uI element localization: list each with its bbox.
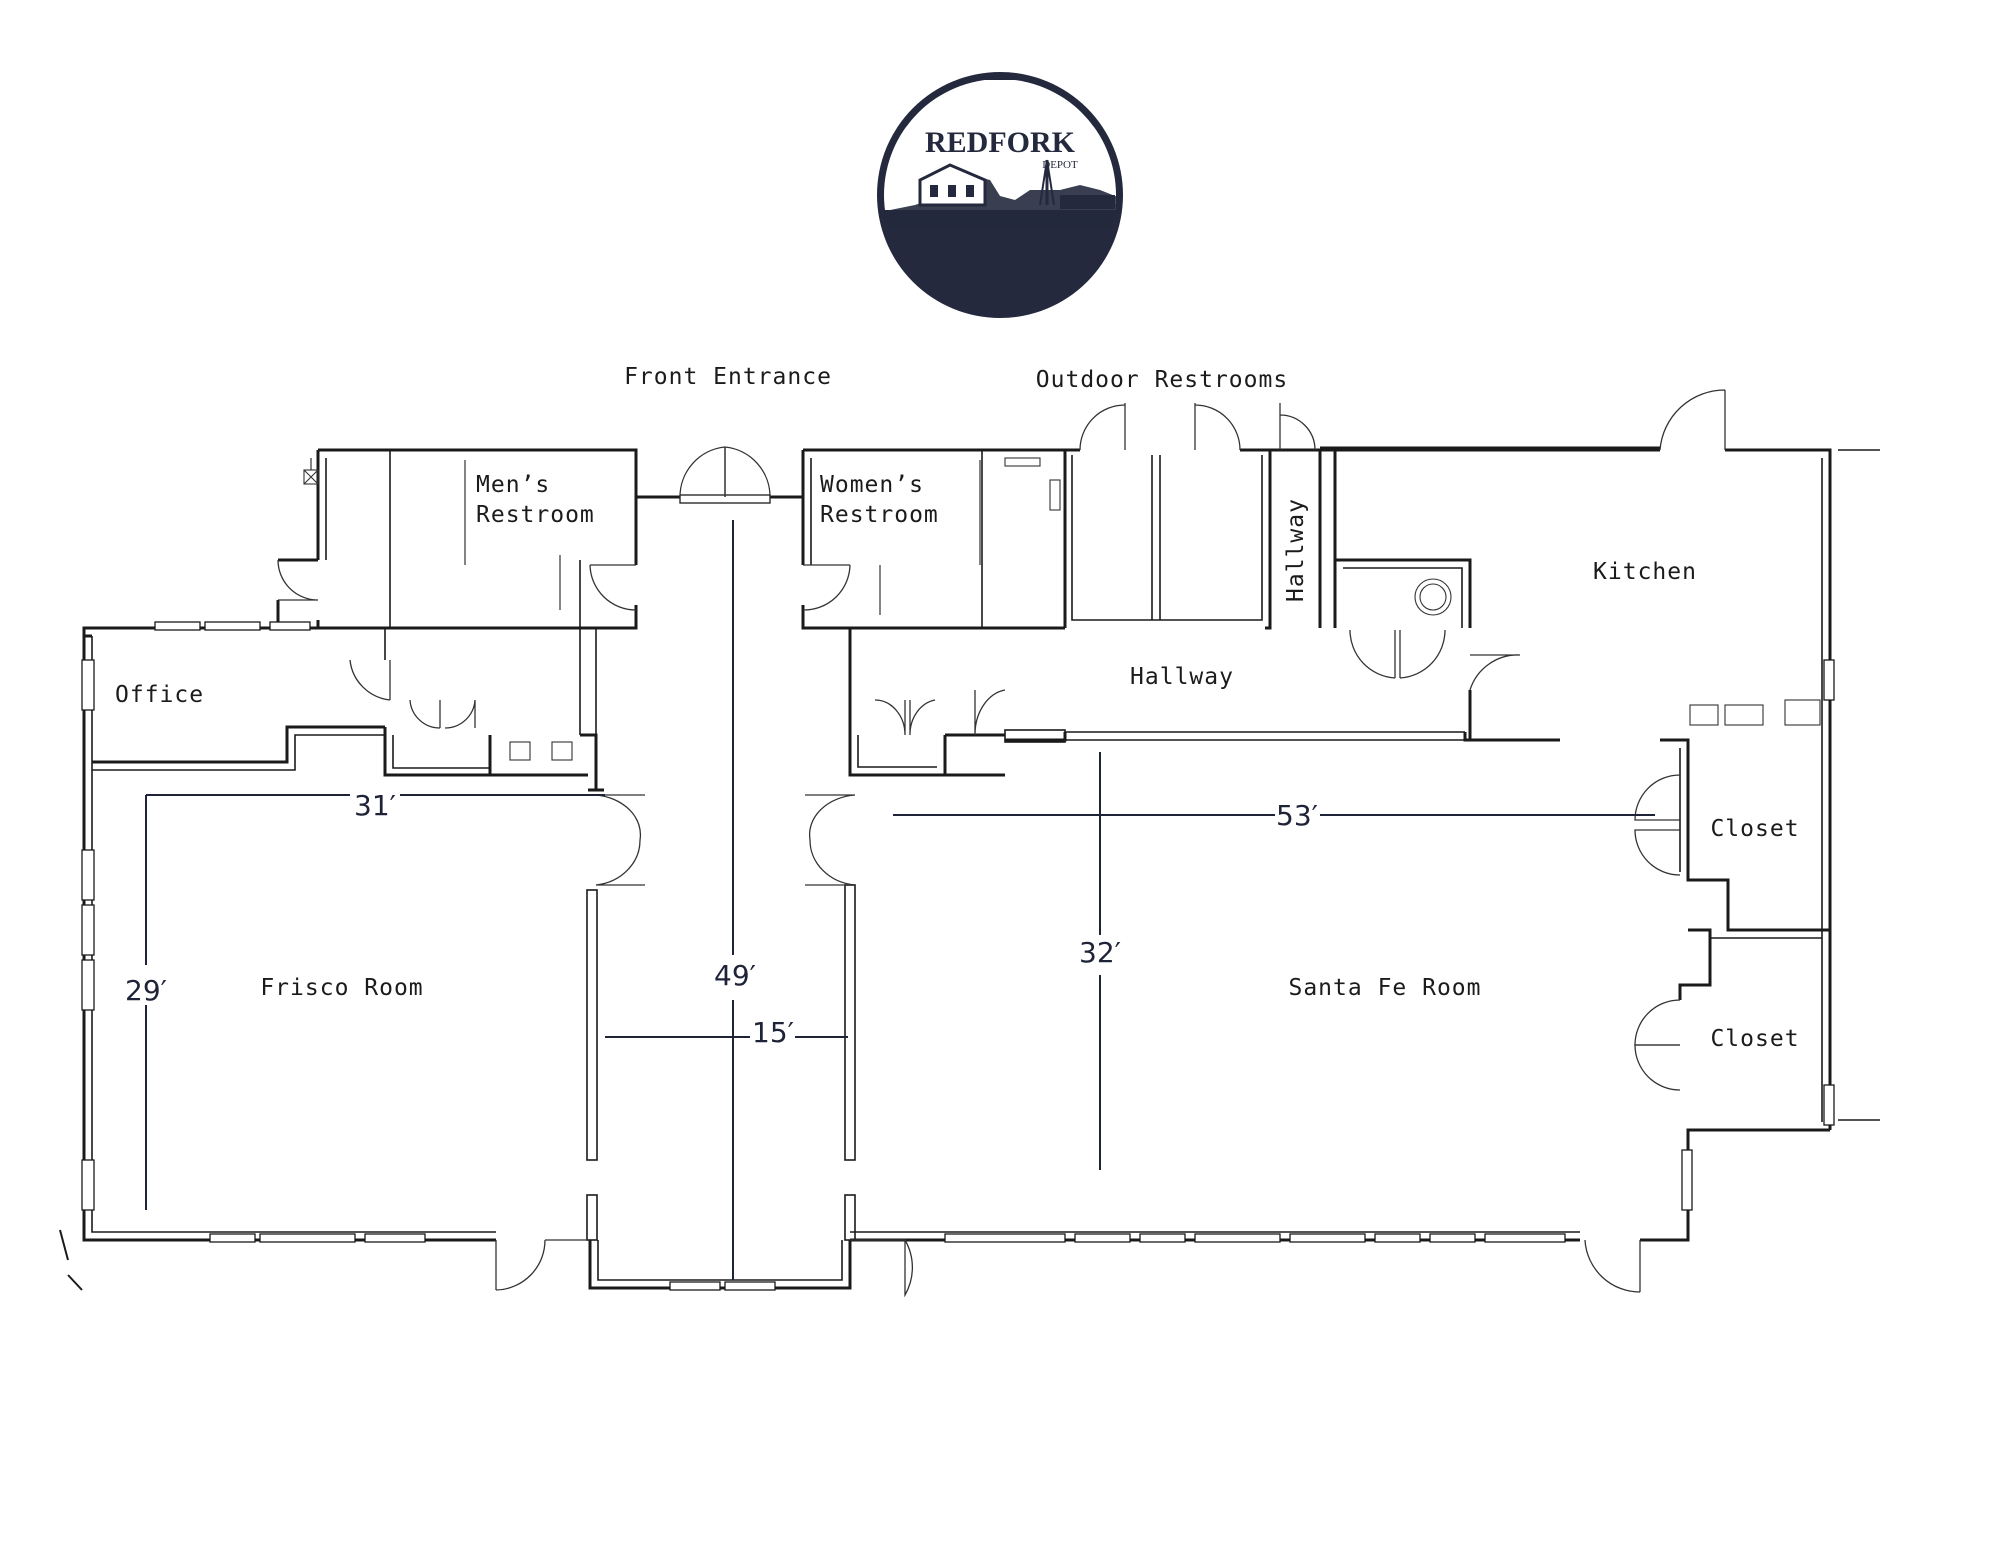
frisco-width-dimension: 31′ xyxy=(354,789,396,822)
hallway-label: Hallway xyxy=(1130,664,1234,690)
santa-fe-room-label: Santa Fe Room xyxy=(1288,975,1481,1001)
doors xyxy=(59,389,1726,1298)
frisco-room-label: Frisco Room xyxy=(260,975,423,1001)
frisco-depth-dimension: 29′ xyxy=(125,974,167,1007)
office-label: Office xyxy=(115,682,204,708)
mens-restroom-label-1: Men’s xyxy=(476,472,550,498)
kitchen-label: Kitchen xyxy=(1593,559,1697,585)
logo-name: REDFORK xyxy=(925,126,1076,159)
dimension-labels: 31′ 29′ 49′ 15′ 53′ 32′ xyxy=(125,789,1318,1049)
front-door-right xyxy=(724,446,771,498)
interior-walls xyxy=(84,450,1830,1241)
santa-fe-depth-dimension: 32′ xyxy=(1079,936,1121,969)
mens-restroom-label-2: Restroom xyxy=(476,502,595,528)
dimension-lines xyxy=(145,520,1655,1280)
front-entrance-label: Front Entrance xyxy=(624,364,832,390)
front-door-left xyxy=(679,446,726,498)
redfork-depot-logo: REDFORK DEPOT xyxy=(877,72,1123,318)
closet-upper-label: Closet xyxy=(1710,816,1799,842)
outdoor-restrooms-label: Outdoor Restrooms xyxy=(1036,367,1288,393)
lobby-width-dimension: 15′ xyxy=(752,1016,794,1049)
womens-restroom-label-1: Women’s xyxy=(820,472,924,498)
windows xyxy=(81,621,1835,1291)
lobby-length-dimension: 49′ xyxy=(714,959,756,992)
closet-lower-label: Closet xyxy=(1710,1026,1799,1052)
room-labels: Front Entrance Outdoor Restrooms Men’s R… xyxy=(115,364,1799,1052)
logo-sub: DEPOT xyxy=(1042,159,1078,171)
womens-restroom-label-2: Restroom xyxy=(820,502,939,528)
hallway-vertical-label: Hallway xyxy=(1283,498,1309,602)
santa-fe-width-dimension: 53′ xyxy=(1276,799,1318,832)
